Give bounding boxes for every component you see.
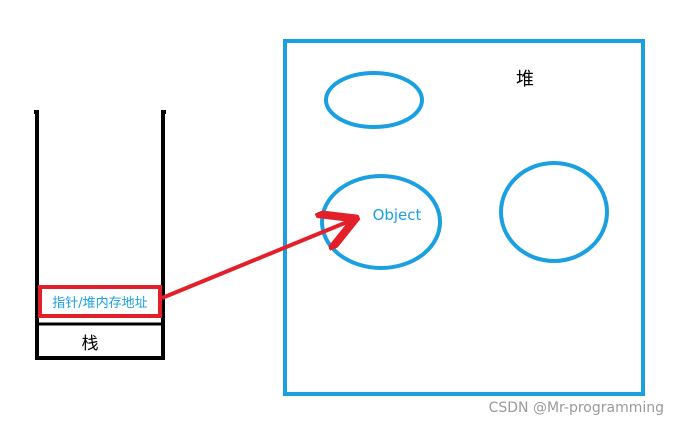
heap-object-label: Object xyxy=(373,206,422,224)
heap-label: 堆 xyxy=(516,69,534,90)
heap-object-right xyxy=(499,161,609,263)
watermark: CSDN @Mr-programming xyxy=(489,400,664,416)
pointer-cell xyxy=(38,285,162,318)
heap-container xyxy=(283,39,645,396)
reference-arrow xyxy=(161,220,352,300)
stack-left-wall xyxy=(34,110,39,359)
stack-label: 栈 xyxy=(82,334,99,354)
heap-object-small xyxy=(324,71,424,129)
pointer-cell-text: 指针/堆内存地址 xyxy=(52,295,147,311)
stack-right-wall xyxy=(161,110,166,359)
stack-container xyxy=(34,110,166,360)
